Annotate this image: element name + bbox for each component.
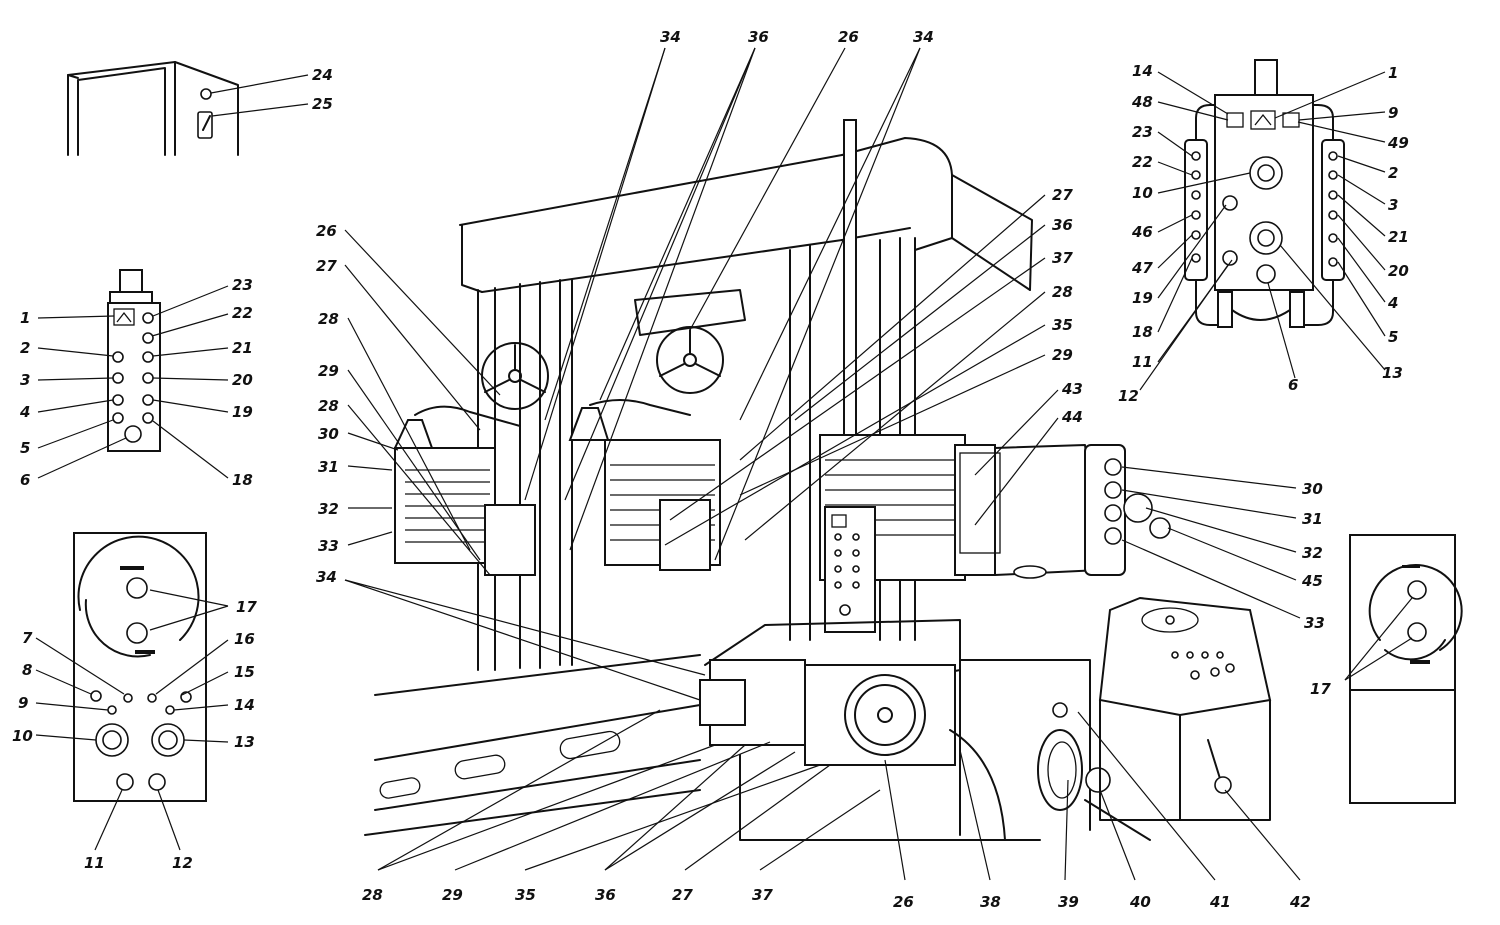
label-48: 48 — [1131, 93, 1153, 111]
label-29-c: 29 — [442, 886, 463, 904]
label-30-a: 30 — [318, 425, 339, 443]
label-5: 5 — [20, 439, 30, 457]
label-42: 42 — [1289, 893, 1311, 911]
main-control-panel — [73, 532, 207, 802]
label-11-r: 11 — [1132, 353, 1153, 371]
label-4: 4 — [19, 403, 30, 421]
callout-labels: 24 25 1 2 3 4 5 6 23 22 21 20 19 18 17 7… — [12, 28, 1409, 911]
leader-lines — [35, 47, 1413, 881]
label-40: 40 — [1129, 893, 1151, 911]
label-6-r: 6 — [1288, 376, 1298, 394]
label-4-r: 4 — [1387, 294, 1398, 312]
label-27-b: 27 — [1052, 186, 1073, 204]
label-5-r: 5 — [1388, 328, 1398, 346]
label-17-left: 17 — [236, 598, 257, 616]
label-3-r: 3 — [1388, 196, 1398, 214]
label-29-b: 29 — [1052, 346, 1073, 364]
cabinet-switch-24 — [200, 88, 212, 100]
label-19: 19 — [232, 403, 253, 421]
label-11: 11 — [84, 854, 105, 872]
label-3: 3 — [20, 371, 30, 389]
label-21: 21 — [232, 339, 253, 357]
label-30-b: 30 — [1302, 480, 1323, 498]
label-31-a: 31 — [318, 458, 339, 476]
label-20-r: 20 — [1388, 262, 1409, 280]
label-13: 13 — [234, 733, 255, 751]
label-32-a: 32 — [318, 500, 339, 518]
label-35-b: 35 — [515, 886, 536, 904]
label-47: 47 — [1131, 259, 1153, 277]
label-28-b: 28 — [318, 397, 339, 415]
label-29-a: 29 — [318, 362, 339, 380]
label-44: 44 — [1061, 408, 1083, 426]
label-26-a: 26 — [316, 222, 337, 240]
label-31-b: 31 — [1302, 510, 1323, 528]
label-45: 45 — [1301, 572, 1323, 590]
label-17-right: 17 — [1310, 680, 1331, 698]
label-10: 10 — [12, 727, 33, 745]
label-10-r: 10 — [1132, 184, 1153, 202]
label-36-b: 36 — [1052, 216, 1073, 234]
label-39: 39 — [1058, 893, 1079, 911]
label-41: 41 — [1209, 893, 1231, 911]
label-28-d: 28 — [362, 886, 383, 904]
label-14-r: 14 — [1132, 62, 1153, 80]
label-9: 9 — [18, 694, 28, 712]
label-22: 22 — [232, 304, 253, 322]
label-23-r: 23 — [1132, 123, 1153, 141]
label-18: 18 — [232, 471, 253, 489]
label-32-b: 32 — [1302, 544, 1323, 562]
label-26-c: 26 — [893, 893, 914, 911]
label-37-a: 37 — [1052, 249, 1073, 267]
label-9-r: 9 — [1388, 104, 1398, 122]
label-27-c: 27 — [672, 886, 693, 904]
label-12-r: 12 — [1118, 387, 1139, 405]
label-25: 25 — [312, 95, 333, 113]
label-21-r: 21 — [1388, 228, 1409, 246]
label-38: 38 — [980, 893, 1001, 911]
label-46: 46 — [1131, 223, 1153, 241]
label-15: 15 — [234, 663, 255, 681]
label-33-a: 33 — [318, 537, 339, 555]
label-1-r: 1 — [1388, 64, 1398, 82]
label-18-r: 18 — [1132, 323, 1153, 341]
label-16: 16 — [234, 630, 255, 648]
pendant-panel-right — [1184, 59, 1345, 328]
label-6: 6 — [20, 471, 30, 489]
label-36-a: 36 — [748, 28, 769, 46]
label-19-r: 19 — [1132, 289, 1153, 307]
label-13-r: 13 — [1382, 364, 1403, 382]
label-24: 24 — [312, 66, 333, 84]
label-7: 7 — [22, 629, 33, 647]
label-28-c: 28 — [1052, 283, 1073, 301]
label-27-a: 27 — [316, 257, 337, 275]
label-26-b: 26 — [838, 28, 859, 46]
label-34-b: 34 — [660, 28, 681, 46]
label-2: 2 — [20, 339, 30, 357]
label-8: 8 — [22, 661, 32, 679]
label-20: 20 — [232, 371, 253, 389]
label-34-a: 34 — [316, 568, 337, 586]
side-panel-right — [1349, 534, 1463, 804]
label-36-c: 36 — [595, 886, 616, 904]
label-35-a: 35 — [1052, 316, 1073, 334]
label-1: 1 — [20, 309, 30, 327]
label-37-b: 37 — [752, 886, 773, 904]
label-33-b: 33 — [1304, 614, 1325, 632]
pendant-panel-left — [107, 269, 161, 452]
label-22-r: 22 — [1132, 153, 1153, 171]
label-28-a: 28 — [318, 310, 339, 328]
label-12: 12 — [172, 854, 193, 872]
machine-body — [364, 119, 1272, 841]
label-2-r: 2 — [1388, 164, 1398, 182]
label-49: 49 — [1387, 134, 1409, 152]
cabinet-door — [67, 61, 239, 156]
label-23: 23 — [232, 276, 253, 294]
label-43: 43 — [1061, 380, 1083, 398]
label-14: 14 — [234, 696, 255, 714]
label-34-c: 34 — [913, 28, 934, 46]
